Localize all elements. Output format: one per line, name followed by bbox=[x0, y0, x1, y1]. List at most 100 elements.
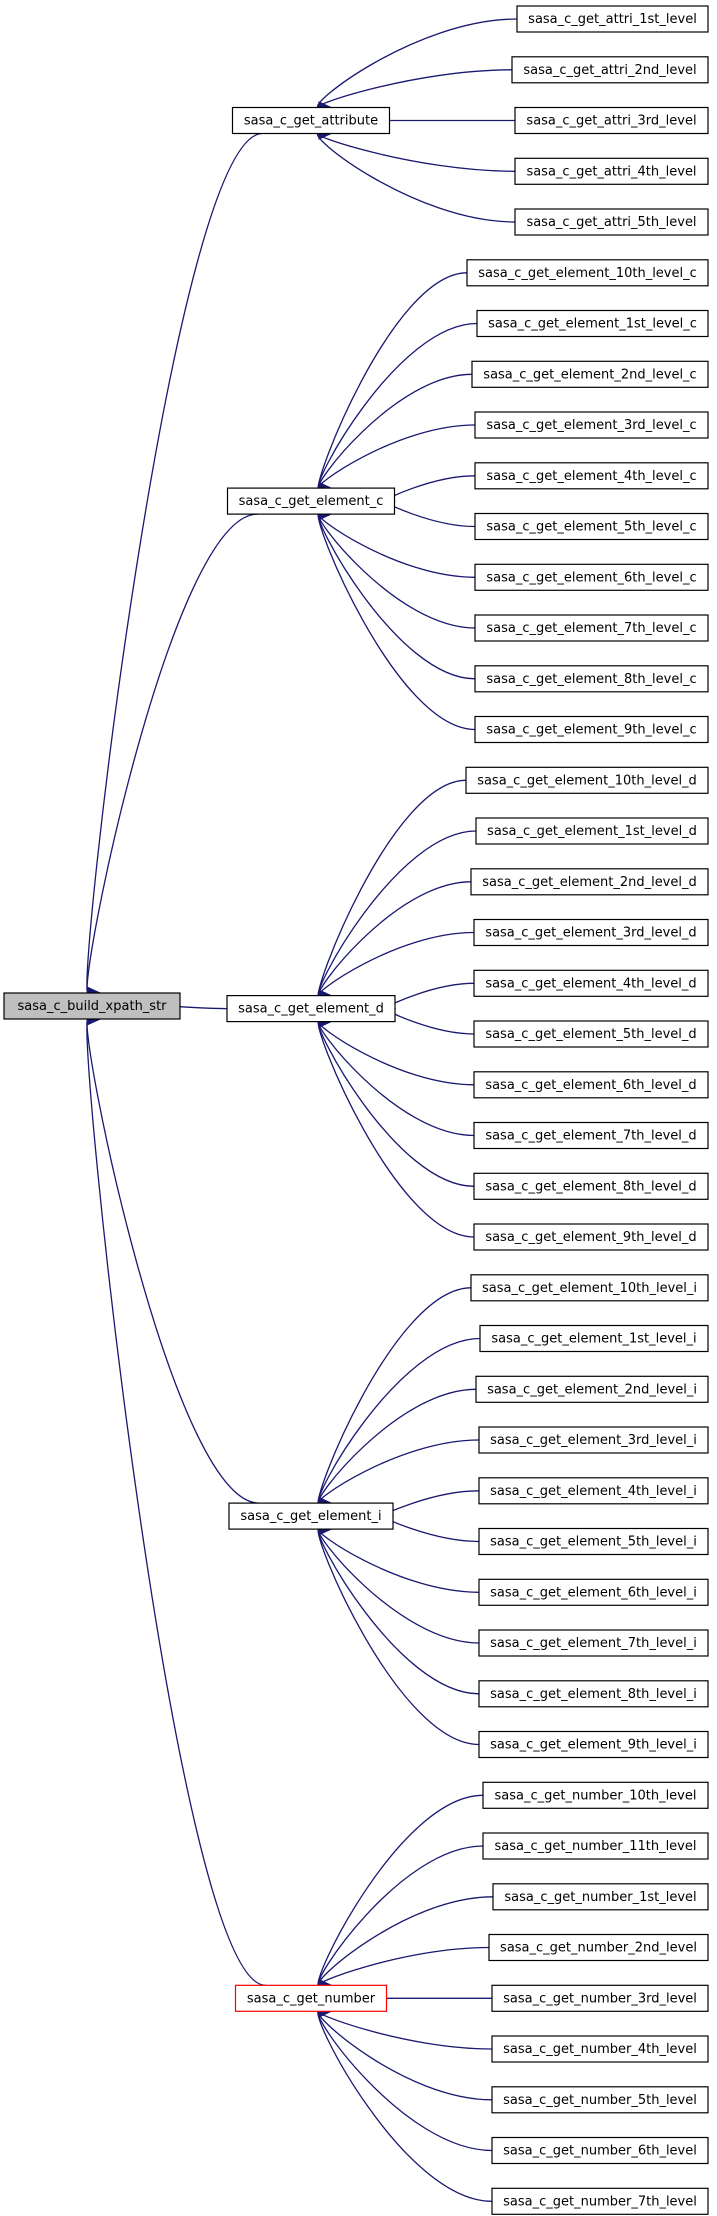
node-box[interactable] bbox=[475, 1375, 709, 1403]
node-box[interactable] bbox=[474, 614, 709, 642]
node-sasa-c-get-element-7th-level-i[interactable]: sasa_c_get_element_7th_level_i bbox=[478, 1629, 709, 1657]
node-sasa-c-get-element-10th-level-d[interactable]: sasa_c_get_element_10th_level_d bbox=[465, 766, 709, 794]
node-box[interactable] bbox=[492, 1883, 709, 1911]
node-box[interactable] bbox=[231, 106, 391, 135]
node-box[interactable] bbox=[470, 1274, 709, 1302]
node-sasa-c-get-number-11th-level[interactable]: sasa_c_get_number_11th_level bbox=[482, 1832, 709, 1860]
node-box[interactable] bbox=[475, 817, 709, 845]
node-box[interactable] bbox=[473, 1121, 709, 1150]
node-sasa-c-get-element-9th-level-d[interactable]: sasa_c_get_element_9th_level_d bbox=[473, 1223, 709, 1251]
node-box[interactable] bbox=[491, 1984, 709, 2012]
node-sasa-c-get-number[interactable]: sasa_c_get_number bbox=[234, 1984, 388, 2012]
node-box[interactable] bbox=[471, 360, 709, 388]
node-sasa-c-get-element-9th-level-c[interactable]: sasa_c_get_element_9th_level_c bbox=[474, 715, 709, 744]
node-box[interactable] bbox=[478, 1578, 709, 1606]
node-sasa-c-get-element-1st-level-i[interactable]: sasa_c_get_element_1st_level_i bbox=[479, 1324, 709, 1353]
node-box[interactable] bbox=[482, 1781, 709, 1809]
node-box[interactable] bbox=[478, 1426, 709, 1454]
node-sasa-c-get-element-8th-level-c[interactable]: sasa_c_get_element_8th_level_c bbox=[474, 665, 709, 693]
node-sasa-c-get-element-2nd-level-i[interactable]: sasa_c_get_element_2nd_level_i bbox=[475, 1375, 709, 1403]
node-box[interactable] bbox=[514, 157, 709, 185]
node-box[interactable] bbox=[478, 1629, 709, 1657]
node-sasa-c-get-number-6th-level[interactable]: sasa_c_get_number_6th_level bbox=[491, 2136, 709, 2165]
node-box[interactable] bbox=[473, 1071, 709, 1099]
node-sasa-c-get-number-7th-level[interactable]: sasa_c_get_number_7th_level bbox=[491, 2187, 709, 2215]
node-box[interactable] bbox=[474, 462, 709, 490]
node-sasa-c-get-element-8th-level-i[interactable]: sasa_c_get_element_8th_level_i bbox=[478, 1680, 709, 1708]
node-sasa-c-get-element-c[interactable]: sasa_c_get_element_c bbox=[226, 487, 396, 515]
node-sasa-c-get-element-9th-level-i[interactable]: sasa_c_get_element_9th_level_i bbox=[478, 1730, 709, 1759]
node-sasa-c-get-element-3rd-level-d[interactable]: sasa_c_get_element_3rd_level_d bbox=[473, 918, 709, 947]
node-box[interactable] bbox=[516, 5, 709, 33]
node-box[interactable] bbox=[226, 994, 396, 1023]
node-sasa-c-get-element-5th-level-i[interactable]: sasa_c_get_element_5th_level_i bbox=[478, 1527, 709, 1556]
node-box[interactable] bbox=[491, 2086, 709, 2114]
node-box[interactable] bbox=[228, 1502, 394, 1530]
node-sasa-c-get-element-6th-level-i[interactable]: sasa_c_get_element_6th_level_i bbox=[478, 1578, 709, 1606]
node-box[interactable] bbox=[511, 56, 709, 84]
node-box[interactable] bbox=[476, 309, 709, 338]
node-box[interactable] bbox=[482, 1832, 709, 1860]
node-box[interactable] bbox=[478, 1730, 709, 1759]
node-box[interactable] bbox=[514, 208, 709, 236]
node-sasa-c-get-attri-2nd-level[interactable]: sasa_c_get_attri_2nd_level bbox=[511, 56, 709, 84]
node-sasa-c-get-element-10th-level-i[interactable]: sasa_c_get_element_10th_level_i bbox=[470, 1274, 709, 1302]
node-sasa-c-get-element-8th-level-d[interactable]: sasa_c_get_element_8th_level_d bbox=[473, 1172, 709, 1200]
node-sasa-c-get-number-10th-level[interactable]: sasa_c_get_number_10th_level bbox=[482, 1781, 709, 1809]
node-sasa-c-get-number-2nd-level[interactable]: sasa_c_get_number_2nd_level bbox=[488, 1933, 709, 1962]
node-sasa-c-build-xpath-str[interactable]: sasa_c_build_xpath_str bbox=[3, 992, 181, 1020]
node-sasa-c-get-number-3rd-level[interactable]: sasa_c_get_number_3rd_level bbox=[491, 1984, 709, 2012]
node-sasa-c-get-element-5th-level-d[interactable]: sasa_c_get_element_5th_level_d bbox=[473, 1020, 709, 1048]
node-sasa-c-get-element-1st-level-c[interactable]: sasa_c_get_element_1st_level_c bbox=[476, 309, 709, 338]
node-sasa-c-get-attri-5th-level[interactable]: sasa_c_get_attri_5th_level bbox=[514, 208, 709, 236]
node-box[interactable] bbox=[474, 563, 709, 591]
node-sasa-c-get-number-5th-level[interactable]: sasa_c_get_number_5th_level bbox=[491, 2086, 709, 2114]
node-sasa-c-get-element-6th-level-c[interactable]: sasa_c_get_element_6th_level_c bbox=[474, 563, 709, 591]
node-box[interactable] bbox=[491, 2136, 709, 2165]
node-sasa-c-get-attri-4th-level[interactable]: sasa_c_get_attri_4th_level bbox=[514, 157, 709, 185]
node-sasa-c-get-number-4th-level[interactable]: sasa_c_get_number_4th_level bbox=[491, 2035, 709, 2063]
node-sasa-c-get-attribute[interactable]: sasa_c_get_attribute bbox=[231, 106, 391, 135]
node-box[interactable] bbox=[474, 665, 709, 693]
node-sasa-c-get-element-d[interactable]: sasa_c_get_element_d bbox=[226, 994, 396, 1023]
node-sasa-c-get-element-3rd-level-c[interactable]: sasa_c_get_element_3rd_level_c bbox=[474, 411, 709, 439]
node-box[interactable] bbox=[226, 487, 396, 515]
node-box[interactable] bbox=[466, 259, 709, 287]
node-box[interactable] bbox=[488, 1933, 709, 1962]
node-box[interactable] bbox=[473, 918, 709, 947]
node-box[interactable] bbox=[473, 1172, 709, 1200]
node-box[interactable] bbox=[3, 992, 181, 1020]
node-box[interactable] bbox=[474, 411, 709, 439]
node-sasa-c-get-element-7th-level-d[interactable]: sasa_c_get_element_7th_level_d bbox=[473, 1121, 709, 1150]
node-sasa-c-get-attri-3rd-level[interactable]: sasa_c_get_attri_3rd_level bbox=[514, 106, 709, 135]
node-sasa-c-get-element-4th-level-c[interactable]: sasa_c_get_element_4th_level_c bbox=[474, 462, 709, 490]
node-sasa-c-get-element-1st-level-d[interactable]: sasa_c_get_element_1st_level_d bbox=[475, 817, 709, 845]
node-box[interactable] bbox=[473, 969, 709, 997]
node-sasa-c-get-element-4th-level-d[interactable]: sasa_c_get_element_4th_level_d bbox=[473, 969, 709, 997]
node-sasa-c-get-element-10th-level-c[interactable]: sasa_c_get_element_10th_level_c bbox=[466, 259, 709, 287]
node-box[interactable] bbox=[478, 1527, 709, 1556]
node-box[interactable] bbox=[474, 512, 709, 541]
node-box[interactable] bbox=[491, 2187, 709, 2215]
node-box[interactable] bbox=[474, 715, 709, 744]
node-box[interactable] bbox=[470, 868, 709, 896]
node-box[interactable] bbox=[514, 106, 709, 135]
node-box[interactable] bbox=[465, 766, 709, 794]
node-box[interactable] bbox=[478, 1477, 709, 1505]
node-box[interactable] bbox=[234, 1984, 388, 2012]
node-box[interactable] bbox=[473, 1223, 709, 1251]
node-sasa-c-get-element-7th-level-c[interactable]: sasa_c_get_element_7th_level_c bbox=[474, 614, 709, 642]
node-sasa-c-get-element-2nd-level-c[interactable]: sasa_c_get_element_2nd_level_c bbox=[471, 360, 709, 388]
node-box[interactable] bbox=[479, 1324, 709, 1353]
node-box[interactable] bbox=[478, 1680, 709, 1708]
node-sasa-c-get-element-4th-level-i[interactable]: sasa_c_get_element_4th_level_i bbox=[478, 1477, 709, 1505]
node-sasa-c-get-attri-1st-level[interactable]: sasa_c_get_attri_1st_level bbox=[516, 5, 709, 33]
node-sasa-c-get-element-i[interactable]: sasa_c_get_element_i bbox=[228, 1502, 394, 1530]
node-sasa-c-get-element-2nd-level-d[interactable]: sasa_c_get_element_2nd_level_d bbox=[470, 868, 709, 896]
node-sasa-c-get-number-1st-level[interactable]: sasa_c_get_number_1st_level bbox=[492, 1883, 709, 1911]
node-sasa-c-get-element-6th-level-d[interactable]: sasa_c_get_element_6th_level_d bbox=[473, 1071, 709, 1099]
node-box[interactable] bbox=[491, 2035, 709, 2063]
node-sasa-c-get-element-3rd-level-i[interactable]: sasa_c_get_element_3rd_level_i bbox=[478, 1426, 709, 1454]
node-sasa-c-get-element-5th-level-c[interactable]: sasa_c_get_element_5th_level_c bbox=[474, 512, 709, 541]
node-box[interactable] bbox=[473, 1020, 709, 1048]
